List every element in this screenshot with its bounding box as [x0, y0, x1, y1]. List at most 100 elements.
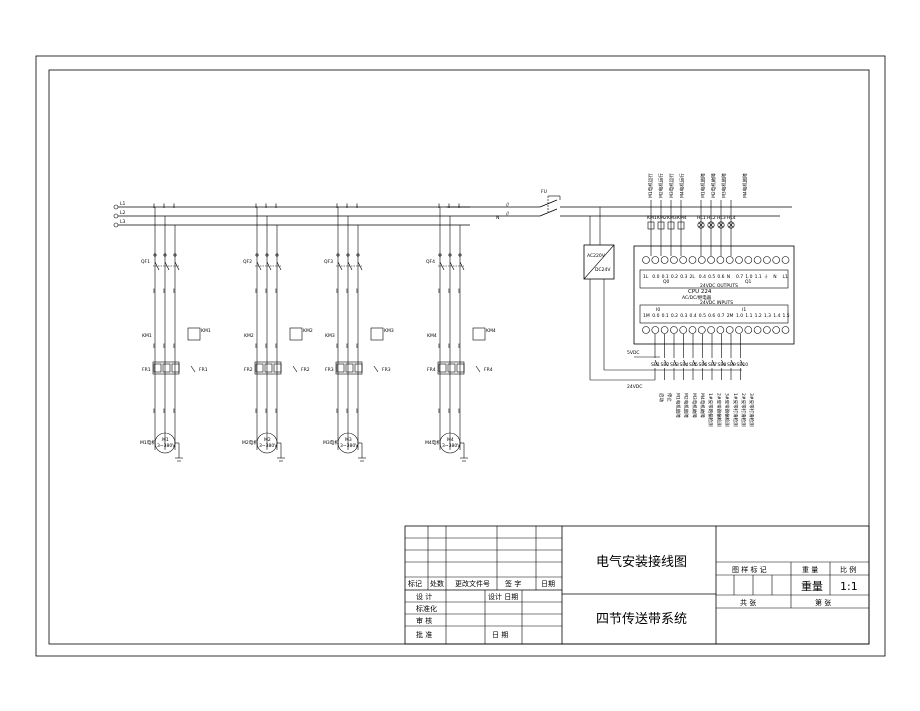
psu-output: DC24V	[595, 267, 611, 273]
in-terminal-label: 0.2	[671, 313, 678, 319]
svg-text:M2: M2	[264, 437, 271, 443]
contactor-label: KM1	[142, 333, 152, 339]
svg-text:3~380V: 3~380V	[442, 443, 461, 449]
in-terminal-label: 0.1	[662, 313, 669, 319]
out-function-label: M1电机故障	[700, 173, 707, 198]
out-terminal-label: 0.2	[671, 274, 678, 280]
motor-name: M3电机	[323, 439, 339, 446]
svg-text:∥: ∥	[163, 343, 165, 349]
out-function-label: M2电机运行	[658, 173, 665, 198]
svg-text:∥: ∥	[438, 203, 440, 209]
svg-text:∥: ∥	[346, 408, 348, 414]
svg-text:∥: ∥	[336, 288, 338, 294]
title-block: 标记 处数 更改文件号 签 字 日期 设 计 标准化 审 核 批 准 设计 日期…	[404, 525, 870, 645]
in-function-label: 1#皮带跑偏检测	[707, 393, 714, 427]
svg-text:∥: ∥	[163, 408, 165, 414]
svg-text:∥: ∥	[173, 408, 175, 414]
svg-text:∥: ∥	[153, 203, 155, 209]
svg-text:M1: M1	[162, 437, 169, 443]
svg-text:∥: ∥	[336, 343, 338, 349]
out-device-label: KM2	[657, 215, 667, 221]
relay-label: FR4	[427, 367, 436, 373]
out-terminal-label: N	[727, 274, 730, 280]
label-l1: L1	[120, 201, 126, 207]
svg-text:∥: ∥	[163, 288, 165, 294]
breaker-label: QF2	[243, 259, 252, 265]
mark-label: 图 样 标 记	[732, 565, 767, 574]
plc-model: CPU 224	[688, 289, 712, 295]
out-terminal-label: 2L	[690, 274, 696, 280]
coil-label: KM4	[486, 328, 496, 334]
breaker-label: QF3	[324, 259, 333, 265]
in-function-label: 启动	[658, 393, 665, 402]
svg-text:∥: ∥	[265, 408, 267, 414]
power-bus: L1 L2 L3 N FU // //	[113, 189, 792, 228]
out-terminal-label: 0.7	[736, 274, 743, 280]
svg-text:∥: ∥	[265, 288, 267, 294]
svg-text:∥: ∥	[173, 343, 175, 349]
svg-text:∥: ∥	[356, 288, 358, 294]
in-terminal-label: 1.3	[764, 313, 771, 319]
in-function-label: 2#皮带打滑检测	[740, 393, 747, 427]
svg-text://: //	[506, 202, 510, 208]
label-n: N	[496, 215, 499, 221]
svg-text:∥: ∥	[275, 288, 277, 294]
rev-header-mark: 标记	[408, 579, 422, 588]
out-device-label: HL4	[727, 215, 736, 221]
out-terminal-label: 1L	[643, 274, 649, 280]
contactor-label: KM4	[427, 333, 437, 339]
svg-text:3~380V: 3~380V	[259, 443, 278, 449]
out-terminal-label: 0.4	[699, 274, 706, 280]
svg-text:∥: ∥	[438, 408, 440, 414]
svg-text:∥: ∥	[265, 203, 267, 209]
svg-text:∥: ∥	[346, 343, 348, 349]
in-device-label: SB9	[727, 362, 736, 368]
svg-text:∥: ∥	[173, 203, 175, 209]
in-terminal-label: 0.6	[708, 313, 715, 319]
svg-text:∥: ∥	[153, 343, 155, 349]
row-standard: 标准化	[416, 604, 437, 613]
rev-header-date: 日期	[541, 580, 555, 588]
svg-text:∥: ∥	[163, 203, 165, 209]
plc-inputs-label: 24VDC INPUTS	[700, 300, 733, 306]
in-device-label: SB7	[708, 362, 717, 368]
in-device-label: SB3	[670, 362, 679, 368]
in-function-label: 停止	[666, 393, 673, 402]
rev-header-count: 处数	[430, 579, 444, 588]
out-terminal-label: 0.5	[708, 274, 715, 280]
weight-value: 重量	[801, 579, 823, 593]
svg-text:∥: ∥	[458, 288, 460, 294]
sheet-no: 第 张	[815, 598, 831, 607]
out-device-label: KM1	[647, 215, 657, 221]
total-sheets: 共 张	[740, 598, 756, 607]
row-approve: 批 准	[416, 630, 432, 639]
svg-text:3~380V: 3~380V	[340, 443, 359, 449]
svg-text:∥: ∥	[356, 343, 358, 349]
relay-contact-label: FR2	[301, 367, 310, 373]
in-terminal-label: 1.1	[745, 313, 752, 319]
svg-text:∥: ∥	[448, 408, 450, 414]
in-terminal-label: 1M	[643, 313, 650, 319]
relay-label: FR2	[244, 367, 253, 373]
in-terminal-label: 0.4	[690, 313, 697, 319]
svg-text:∥: ∥	[438, 288, 440, 294]
out-function-label: M2电机故障	[710, 173, 717, 198]
in-function-label: 2#皮带跑偏检测	[715, 393, 722, 427]
rev-header-doc: 更改文件号	[455, 579, 490, 588]
in-device-label: SB5	[689, 362, 698, 368]
out-terminal-label: 0.3	[680, 274, 687, 280]
in-terminal-label: 0.3	[680, 313, 687, 319]
out-terminal-label: N	[773, 274, 776, 280]
out-function-label: M3电机运行	[668, 173, 675, 198]
out-terminal-label: 0.6	[717, 274, 724, 280]
svg-text:∥: ∥	[255, 343, 257, 349]
relay-contact-label: FR3	[382, 367, 391, 373]
in-terminal-label: 0.5	[699, 313, 706, 319]
in-device-label: SB8	[718, 362, 727, 368]
svg-text://: //	[506, 211, 510, 217]
breaker-label: QF4	[426, 259, 435, 265]
svg-text:M3: M3	[345, 437, 352, 443]
